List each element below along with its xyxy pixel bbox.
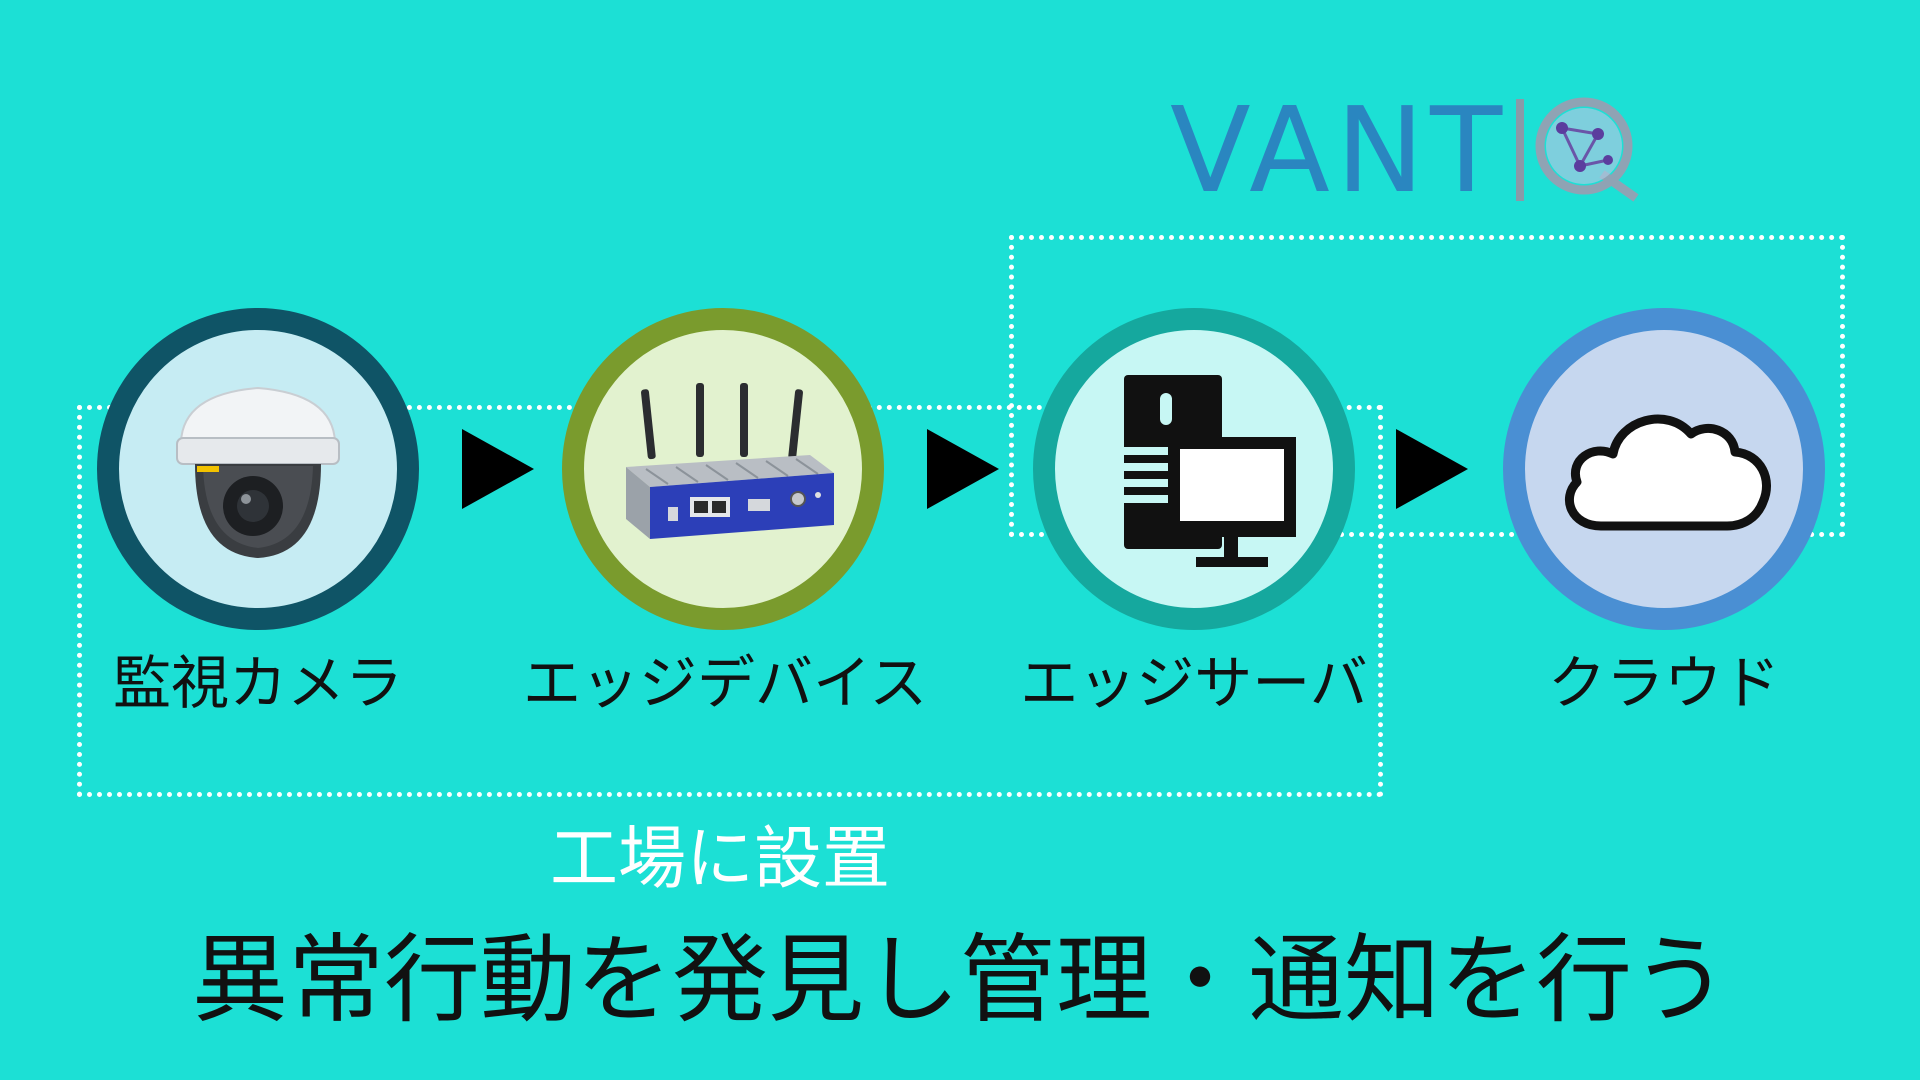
cloud-icon — [1564, 414, 1771, 531]
vantiq-logo: VANT — [1170, 85, 1640, 215]
node-cloud — [1503, 308, 1825, 630]
node-surveillance-camera — [97, 308, 419, 630]
node-edge-server — [1033, 308, 1355, 630]
flow-arrow-1 — [462, 429, 534, 509]
vantiq-scope-group — [1009, 235, 1845, 537]
node-label-camera: 監視カメラ — [112, 649, 403, 717]
factory-site-caption: 工場に設置 — [549, 820, 890, 899]
node-label-device: エッジデバイス — [523, 649, 928, 717]
logo-text: VANT — [1170, 81, 1509, 219]
dome-camera-icon — [176, 386, 340, 558]
flow-arrow-3 — [1396, 429, 1468, 509]
main-caption: 異常行動を発見し管理・通知を行う — [192, 924, 1728, 1036]
edge-device-icon — [626, 383, 834, 539]
logo-divider — [1516, 99, 1525, 201]
node-label-server: エッジサーバ — [1020, 649, 1368, 717]
server-monitor-icon — [1124, 375, 1296, 567]
node-edge-device — [562, 308, 884, 630]
node-label-cloud: クラウド — [1547, 649, 1780, 717]
flow-arrow-2 — [927, 429, 999, 509]
logo-q-globe-icon — [1535, 97, 1639, 202]
